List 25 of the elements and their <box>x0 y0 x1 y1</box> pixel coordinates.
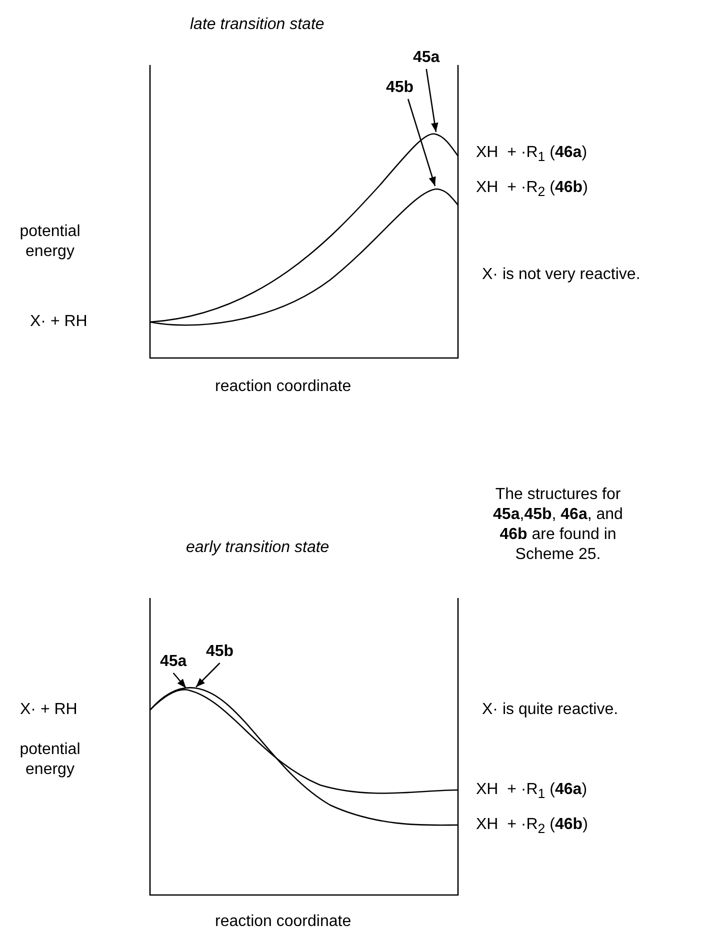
note-text: X· is quite reactive. <box>482 700 618 720</box>
leader-arrow <box>172 672 186 688</box>
panel-title: early transition state <box>186 538 330 558</box>
note-text: The structures for 45a,45b, 46a, and 46b are found in Scheme 25. <box>492 485 624 565</box>
compound-number: 45b <box>206 642 234 662</box>
axis-label: reaction coordinate <box>215 377 352 397</box>
product-label: XH + ·R$_{1}$ (46a) <box>476 780 588 804</box>
axis-label: potential energy <box>18 222 82 262</box>
leader-arrow <box>407 98 436 186</box>
leader-arrow <box>196 662 220 688</box>
product-label: XH + ·R$_{2}$ (46b) <box>476 178 588 202</box>
product-label: XH + ·R$_{1}$ (46a) <box>476 143 588 166</box>
product-label: XH + ·R$_{2}$ (46b) <box>476 815 588 838</box>
compound-number: 45a <box>413 48 440 68</box>
leader-arrow <box>426 68 438 132</box>
reactant-label: X· + RH <box>20 700 78 720</box>
compound-number: 45b <box>386 78 414 98</box>
compound-number: 45a <box>160 652 187 672</box>
panel-title: late transition state <box>190 15 324 35</box>
note-text: X· is not very reactive. <box>482 265 640 285</box>
reactant-label: X· + RH <box>30 312 88 332</box>
energy-curve <box>150 133 459 323</box>
axis-label: potential energy <box>18 740 82 780</box>
energy-curve <box>150 687 458 826</box>
axis-label: reaction coordinate <box>215 912 352 932</box>
